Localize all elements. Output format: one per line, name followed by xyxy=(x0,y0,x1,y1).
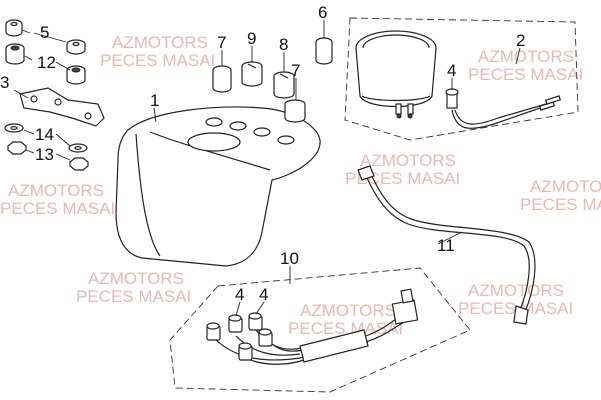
bulb-socket xyxy=(228,314,243,333)
speedometer-gauge-2 xyxy=(355,30,437,119)
callout-12: 12 xyxy=(37,53,56,72)
watermark-line2: PECES MASAI xyxy=(76,287,191,306)
washer-14-right xyxy=(68,143,88,153)
plug-6 xyxy=(315,37,333,65)
callout-10: 10 xyxy=(280,249,299,268)
left-small-parts xyxy=(4,19,105,171)
watermark-line1: AZMOTORS xyxy=(468,281,564,300)
callout-numbers: 1 2 3 4 4 4 5 6 7 7 8 9 10 11 12 13 14 xyxy=(0,3,525,304)
callout-5: 5 xyxy=(40,23,49,42)
nut-13-left xyxy=(7,141,27,155)
indicator-lamp-8 xyxy=(273,71,295,99)
watermark-line2: PECES MASAI xyxy=(288,319,403,338)
callout-3: 3 xyxy=(0,73,9,92)
wiring-harness-10 xyxy=(206,288,419,365)
callout-7-left: 7 xyxy=(217,33,226,52)
callout-2: 2 xyxy=(516,31,525,50)
watermark-line1: AZMOTORS xyxy=(112,33,208,52)
nut-13-right xyxy=(69,157,89,171)
callout-14: 14 xyxy=(35,125,54,144)
watermark-line2: PECES MASAI xyxy=(345,169,460,188)
indicator-lamp-7-right xyxy=(284,99,306,123)
watermark-line1: AZMOTORS xyxy=(530,177,601,196)
bulb-socket xyxy=(206,322,221,341)
gauge-group-outline xyxy=(344,17,579,141)
callout-6: 6 xyxy=(318,3,327,22)
watermark-line2: PECES MASAI xyxy=(520,195,601,214)
watermark-line2: PECES MASAI xyxy=(100,51,215,70)
watermark-line1: AZMOTORS xyxy=(8,181,104,200)
callout-1: 1 xyxy=(150,91,159,110)
callout-9: 9 xyxy=(247,29,256,48)
indicator-lamp-9 xyxy=(241,61,263,87)
watermark-line1: AZMOTORS xyxy=(300,301,396,320)
spacer-12-left xyxy=(5,43,25,65)
grommet-5-left xyxy=(5,19,23,37)
callout-4-harness-a: 4 xyxy=(235,285,244,304)
indicator-lamp-7-left xyxy=(212,65,232,93)
watermark-line2: PECES MASAI xyxy=(468,65,583,84)
grommet-5-right xyxy=(66,39,86,55)
watermark-line1: AZMOTORS xyxy=(88,269,184,288)
callout-8: 8 xyxy=(279,35,288,54)
dash-cover-1 xyxy=(115,106,321,267)
bulb-socket xyxy=(258,328,273,347)
bulb-socket xyxy=(238,342,253,361)
watermarks: AZMOTORS PECES MASAI AZMOTORS PECES MASA… xyxy=(0,33,601,338)
watermark-line1: AZMOTORS xyxy=(478,47,574,66)
leader-lines xyxy=(13,20,521,317)
watermark-line2: PECES MASAI xyxy=(0,199,115,218)
bulb-socket xyxy=(248,312,263,331)
callout-13: 13 xyxy=(35,145,54,164)
callout-11: 11 xyxy=(437,236,455,255)
bracket-3 xyxy=(19,87,105,127)
spacer-12-right xyxy=(66,65,86,85)
speedometer-cable-11 xyxy=(357,165,536,325)
callout-7-right: 7 xyxy=(291,61,300,80)
callout-4-harness-b: 4 xyxy=(259,285,268,304)
watermark-line1: AZMOTORS xyxy=(360,151,456,170)
harness-group-outline xyxy=(169,267,471,393)
gauge-bulb-wire-4 xyxy=(445,88,562,129)
callout-4-gauge: 4 xyxy=(447,61,456,80)
washer-14-left xyxy=(4,123,24,133)
